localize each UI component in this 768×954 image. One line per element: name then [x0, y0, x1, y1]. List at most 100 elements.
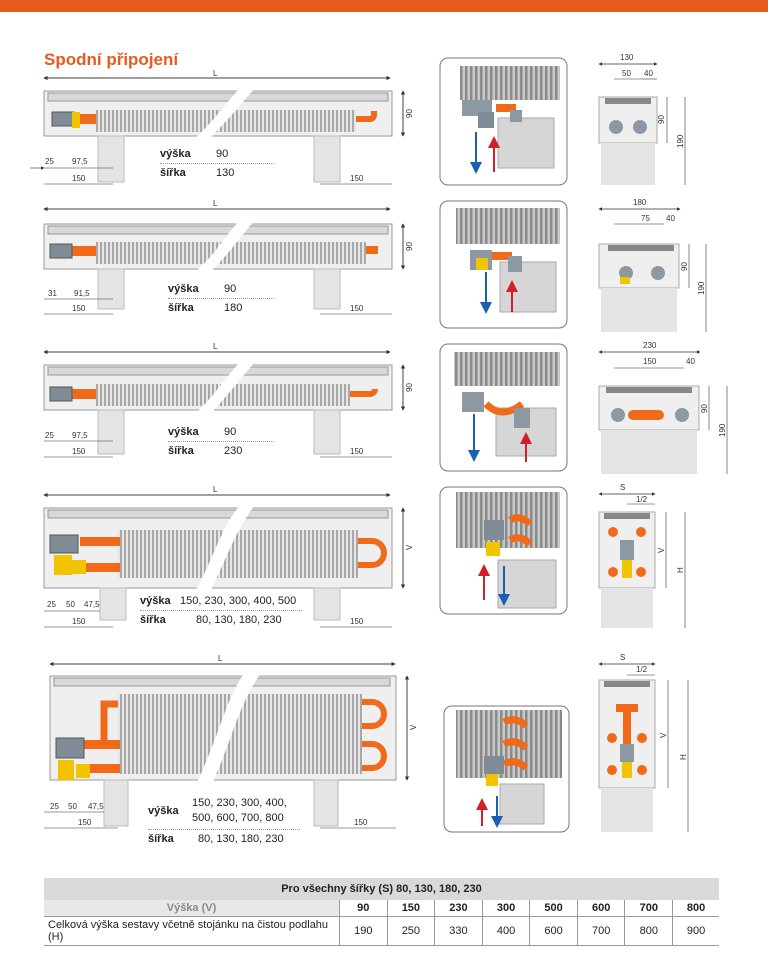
dimension-table: Pro všechny šířky (S) 80, 130, 180, 230 …: [44, 878, 719, 946]
dim-190-side-1: 190: [676, 134, 685, 148]
dim-L-3: L: [213, 342, 218, 351]
table-cell: 90: [339, 900, 388, 917]
table-cell: 400: [481, 916, 530, 946]
side-view-4: [598, 492, 686, 628]
dim-150-2b: 150: [350, 304, 364, 313]
dim-47-5-5: 47,5: [88, 802, 104, 811]
side-view-5: [598, 662, 689, 832]
side-view-3: [598, 350, 728, 474]
vyska-label: výška: [168, 283, 199, 295]
convector-front-3: [43, 349, 406, 458]
dim-L-2: L: [213, 199, 218, 208]
spec-block-3: výška 90 šířka 230: [168, 426, 274, 457]
dim-90-1: 90: [405, 109, 414, 118]
spec-block-5: výška 150, 230, 300, 400, 500, 600, 700, …: [148, 796, 300, 845]
dim-150-2a: 150: [72, 304, 86, 313]
row-label-vyska: Výška (V): [44, 900, 340, 917]
vyska-value-line2: 500, 600, 700, 800: [192, 812, 284, 824]
dim-150-5b: 150: [354, 818, 368, 827]
dim-130-side: 130: [620, 53, 634, 62]
top-accent-bar: [0, 0, 768, 12]
vyska-value-line1: 150, 230, 300, 400,: [192, 797, 287, 809]
table-cell: 600: [529, 916, 578, 946]
side-view-1: [598, 62, 686, 185]
dim-180-side: 180: [633, 198, 647, 207]
sirka-value: 80, 130, 180, 230: [196, 614, 282, 626]
table-title: Pro všechny šířky (S) 80, 130, 180, 230: [44, 878, 719, 900]
vyska-label: výška: [168, 426, 199, 438]
table-cell: 190: [339, 916, 388, 946]
dim-230-side: 230: [643, 341, 657, 350]
sirka-label: šířka: [140, 614, 166, 626]
dim-150-1b: 150: [350, 174, 364, 183]
dim-150-4b: 150: [350, 617, 364, 626]
dim-half-4: 1/2: [636, 495, 648, 504]
vyska-label: výška: [160, 148, 191, 160]
dim-47-5-4: 47,5: [84, 600, 100, 609]
convector-front-2: [43, 206, 406, 315]
dim-40-side-3: 40: [686, 357, 695, 366]
table-cell: 250: [386, 916, 435, 946]
dim-V-5: V: [409, 724, 418, 730]
dim-90-3: 90: [405, 383, 414, 392]
dim-50-side-1: 50: [622, 69, 631, 78]
dim-90-side-1: 90: [657, 115, 666, 124]
vyska-value: 90: [224, 426, 237, 438]
dim-V-side-5: V: [659, 732, 668, 738]
dim-150-3a: 150: [72, 447, 86, 456]
iso-view-3: [439, 343, 568, 472]
table-row-vyska: Výška (V) 90 150 230 300 500 600 700 800: [44, 900, 719, 917]
dim-V-side-4: V: [657, 547, 666, 553]
table-row-total-height: Celková výška sestavy včetně stojánku na…: [44, 916, 719, 946]
dim-50-4: 50: [66, 600, 75, 609]
table-cell: 230: [434, 900, 483, 917]
table-cell: 500: [529, 900, 578, 917]
sirka-value: 130: [216, 167, 235, 179]
dim-25-4: 25: [47, 600, 56, 609]
table-cell: 900: [672, 916, 719, 946]
sirka-label: šířka: [168, 445, 194, 457]
table-cell: 700: [624, 900, 673, 917]
sirka-value: 230: [224, 445, 243, 457]
vyska-value: 90: [216, 148, 229, 160]
dim-31-2: 31: [48, 289, 57, 298]
dim-25-1: 25: [45, 157, 54, 166]
convector-front-1: [30, 75, 406, 185]
table-cell: 700: [576, 916, 625, 946]
dim-S-5: S: [620, 653, 625, 662]
dim-190-side-2: 190: [697, 281, 706, 295]
dim-half-5: 1/2: [636, 665, 648, 674]
dim-L-5: L: [218, 654, 223, 663]
dim-190-side-3: 190: [718, 423, 727, 437]
dim-L-4: L: [213, 485, 218, 494]
sirka-label: šířka: [168, 302, 194, 314]
dim-150-side-3: 150: [643, 357, 657, 366]
iso-view-4: [439, 486, 568, 615]
iso-view-2: [439, 200, 568, 329]
table-cell: 150: [386, 900, 435, 917]
sirka-label: šířka: [148, 833, 174, 845]
dim-S-4: S: [620, 483, 625, 492]
dim-150-5a: 150: [78, 818, 92, 827]
dim-90-side-2: 90: [680, 262, 689, 271]
dim-25-3: 25: [45, 431, 54, 440]
dim-91-5-2: 91,5: [74, 289, 90, 298]
table-cell: 330: [434, 916, 483, 946]
dim-150-3b: 150: [350, 447, 364, 456]
iso-view-1: [439, 57, 568, 186]
dim-97-5-1: 97,5: [72, 157, 88, 166]
table-cell: 600: [576, 900, 625, 917]
spec-block-1: výška 90 šířka 130: [160, 148, 274, 179]
dim-150-4a: 150: [72, 617, 86, 626]
vyska-label: výška: [148, 805, 179, 817]
dim-75-side-2: 75: [641, 214, 650, 223]
sirka-value: 80, 130, 180, 230: [198, 833, 284, 845]
sirka-value: 180: [224, 302, 243, 314]
dim-50-5: 50: [68, 802, 77, 811]
dim-25-5: 25: [50, 802, 59, 811]
dim-97-5-3: 97,5: [72, 431, 88, 440]
dim-H-side-4: H: [676, 567, 685, 573]
sirka-label: šířka: [160, 167, 186, 179]
